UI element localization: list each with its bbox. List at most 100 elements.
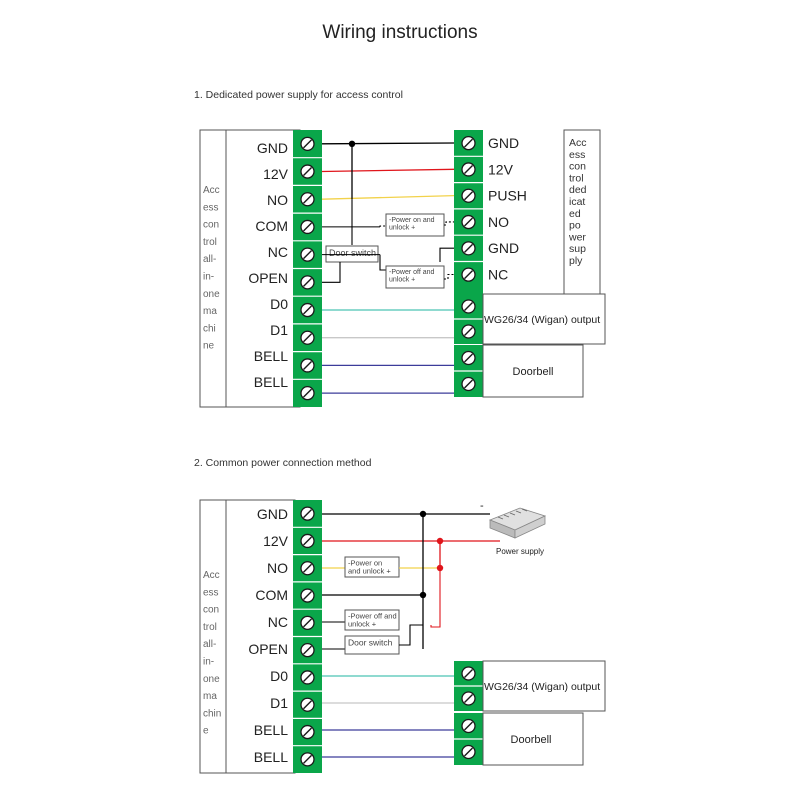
- screw-slot: [303, 167, 312, 177]
- s2-left-terminal-label: COM: [255, 587, 288, 603]
- screw-terminal-icon: [300, 164, 315, 179]
- screw-slot: [303, 509, 312, 519]
- s2-note-power-off-line: -Power off and: [348, 612, 397, 621]
- screw-slot: [303, 727, 312, 737]
- s2-left-device-label: chin: [203, 708, 221, 719]
- s1-com-link: [379, 220, 387, 227]
- screw-slot: [303, 563, 312, 573]
- page-title: Wiring instructions: [322, 22, 478, 43]
- s2-left-terminal-label: NC: [268, 614, 288, 630]
- screw-terminal-icon: [461, 666, 476, 681]
- s1-right-device-label: ess: [569, 149, 585, 161]
- s1-open-wire: [322, 262, 341, 283]
- screw-slot: [464, 327, 473, 336]
- s1-left-device-label: con: [203, 220, 219, 231]
- s1-left-device-label: Acc: [203, 185, 220, 196]
- s1-nc-link: [379, 254, 386, 271]
- screw-terminal-icon: [300, 247, 315, 262]
- screw-terminal-icon: [300, 506, 315, 521]
- screw-slot: [303, 250, 312, 260]
- screw-slot: [303, 754, 312, 764]
- s1-right-device-label: trol: [569, 172, 584, 184]
- s2-left-device-label: ess: [203, 587, 219, 598]
- s2-left-device-label: in-: [203, 657, 214, 668]
- s1-left-terminal-label: COM: [255, 218, 288, 234]
- s1-note-power-off-line: -Power off and: [389, 269, 435, 276]
- screw-terminal-icon: [300, 670, 315, 685]
- screw-slot: [303, 333, 312, 343]
- s2-doorbell-label: Doorbell: [511, 734, 552, 746]
- screw-slot: [303, 618, 312, 628]
- screw-slot: [303, 277, 312, 287]
- s1-right-terminal-block: [454, 130, 483, 294]
- s2-note-power-off-line: unlock +: [348, 620, 377, 629]
- s2-left-device-label: trol: [203, 622, 217, 633]
- s1-right-device-box: [563, 129, 601, 295]
- screw-terminal-icon: [461, 135, 476, 151]
- ps-vent: [515, 510, 522, 514]
- s1-doorbell-box: [482, 344, 584, 398]
- s2-left-device-label: ma: [203, 691, 217, 702]
- screw-terminal-icon: [300, 275, 315, 290]
- screw-slot: [303, 360, 312, 370]
- s1-note-power-off-line: unlock +: [389, 277, 415, 284]
- s1-left-device-label: one: [203, 289, 220, 300]
- ps-vent: [521, 508, 528, 512]
- s2-left-terminal-label: NO: [267, 560, 288, 576]
- s1-door-switch-box: [325, 245, 379, 263]
- s2-left-terminal-label: OPEN: [248, 641, 288, 657]
- screw-slot: [303, 388, 312, 398]
- s1-right-terminal-label: 12V: [488, 161, 514, 177]
- screw-slot: [464, 243, 473, 253]
- screw-terminal-icon: [300, 533, 315, 549]
- screw-terminal-icon: [300, 588, 315, 603]
- screw-slot: [464, 353, 473, 363]
- s1-left-terminal-label: D1: [270, 322, 288, 338]
- power-supply-icon: [488, 507, 547, 539]
- screw-slot: [464, 302, 473, 311]
- s1-left-terminal-label: GND: [257, 140, 288, 156]
- screw-slot: [303, 222, 312, 232]
- section2-heading: 2. Common power connection method: [194, 457, 372, 469]
- s1-right-device-label: sup: [569, 243, 586, 255]
- screw-slot: [464, 669, 473, 678]
- s2-note-power-on-box: [344, 556, 400, 578]
- screw-terminal-icon: [461, 299, 476, 314]
- s1-wiegand-label: WG26/34 (Wigan) output: [484, 314, 600, 326]
- screw-terminal-icon: [461, 691, 476, 706]
- screw-slot: [464, 747, 473, 757]
- screw-slot: [303, 139, 312, 149]
- s2-left-device-label: one: [203, 674, 220, 685]
- screw-slot: [303, 194, 312, 204]
- s2-left-device-box: [199, 499, 296, 774]
- screw-slot: [464, 270, 473, 280]
- ps-vent: [509, 512, 516, 516]
- ps-front: [514, 515, 546, 539]
- s1-left-terminal-label: NO: [267, 192, 288, 208]
- screw-terminal-icon: [300, 752, 315, 767]
- s2-wiegand-box: [482, 660, 606, 712]
- s1-left-device-label: chi: [203, 323, 216, 334]
- s2-left-terminal-label: GND: [257, 506, 288, 522]
- section1-heading: 1. Dedicated power supply for access con…: [194, 89, 403, 101]
- screw-slot: [464, 164, 473, 174]
- screw-terminal-icon: [300, 358, 315, 373]
- junction-dot: [348, 140, 356, 147]
- screw-slot: [303, 672, 312, 682]
- screw-terminal-icon: [461, 744, 476, 760]
- s1-wiegand-box: [482, 293, 606, 345]
- s2-left-device-label: Acc: [203, 570, 220, 581]
- s1-left-terminal-label: BELL: [254, 348, 288, 364]
- s1-gnd2-link: [439, 247, 454, 262]
- s1-right-terminal-label: NO: [488, 214, 509, 230]
- screw-slot: [303, 645, 312, 655]
- screw-slot: [303, 305, 312, 315]
- s1-right-device-label: ed: [569, 208, 581, 220]
- ps-vent: [503, 514, 510, 518]
- s2-minus-label: -: [480, 500, 484, 512]
- s1-left-terminal-label: BELL: [254, 374, 288, 390]
- screw-terminal-icon: [300, 136, 315, 152]
- screw-terminal-icon: [300, 330, 315, 345]
- screw-terminal-icon: [461, 718, 476, 734]
